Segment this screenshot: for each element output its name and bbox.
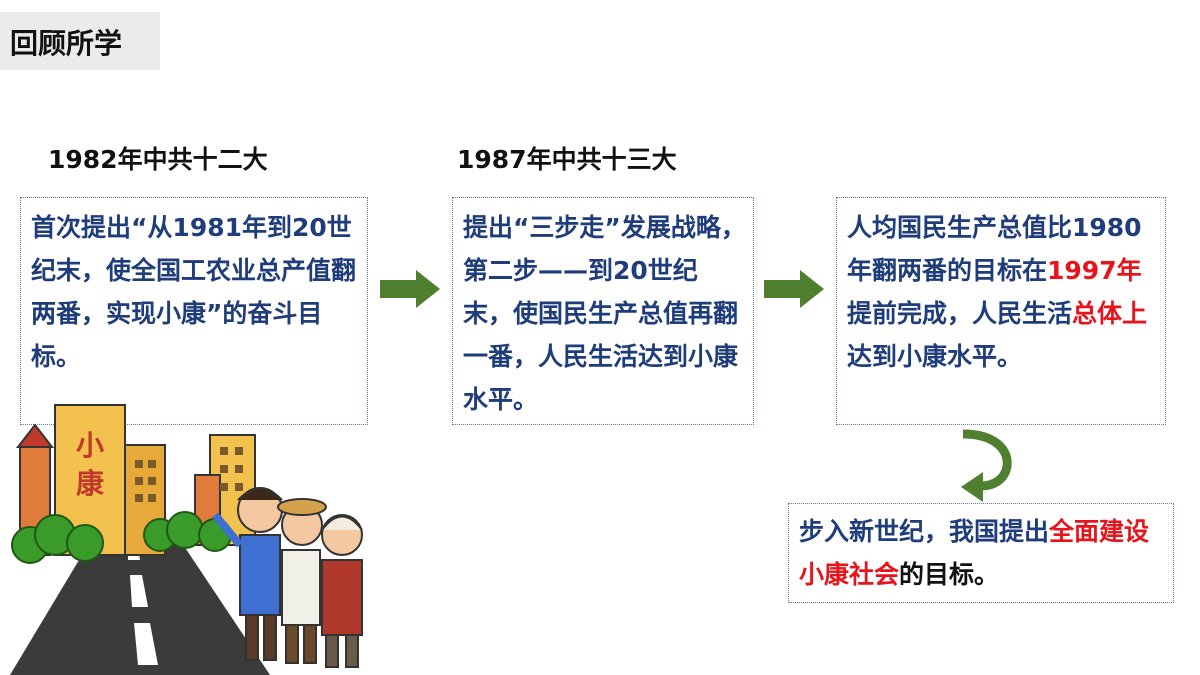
sign-char-1: 小	[76, 429, 104, 462]
xiaokang-illustration: 小 康	[10, 404, 363, 675]
step2-box: 提出“三步走”发展战略，第二步——到20世纪末，使国民生产总值再翻一番，人民生活…	[452, 197, 754, 425]
arrow-right-icon	[380, 270, 440, 308]
section-title: 回顾所学	[10, 27, 123, 60]
section-title-tag: 回顾所学	[0, 12, 160, 70]
step2-text: 提出“三步走”发展战略，第二步——到20世纪末，使国民生产总值再翻一番，人民生活…	[463, 213, 746, 414]
step3-text-b: 提前完成，人民生活	[847, 299, 1073, 328]
step3-text: 人均国民生产总值比1980年翻两番的目标在1997年提前完成，人民生活总体上达到…	[847, 206, 1159, 378]
step1-box: 首次提出“从1981年到20世纪末，使全国工农业总产值翻两番，实现小康”的奋斗目…	[20, 197, 368, 425]
step3-highlight-year: 1997年	[1047, 256, 1142, 285]
step3-text-a: 人均国民生产总值比1980年翻两番的目标在	[847, 213, 1142, 285]
step4-text: 步入新世纪，我国提出全面建设小康社会的目标。	[799, 510, 1167, 596]
step4-text-b: 的目标。	[899, 560, 1000, 589]
step3-box: 人均国民生产总值比1980年翻两番的目标在1997年提前完成，人民生活总体上达到…	[836, 197, 1166, 425]
step4-highlight-goal: 全面建设小康社会	[799, 517, 1150, 589]
step4-box: 步入新世纪，我国提出全面建设小康社会的目标。	[788, 503, 1174, 603]
step3-text-c: 达到小康水平。	[847, 342, 1023, 371]
step4-text-a: 步入新世纪，我国提出	[799, 517, 1050, 546]
step3-highlight-overall: 总体上	[1072, 299, 1148, 328]
sign-char-2: 康	[76, 467, 105, 500]
step2-heading: 1987年中共十三大	[457, 145, 677, 174]
step1-text: 首次提出“从1981年到20世纪末，使全国工农业总产值翻两番，实现小康”的奋斗目…	[31, 213, 357, 371]
curved-arrow-icon	[961, 429, 1012, 502]
arrow-right-icon	[764, 270, 824, 308]
step1-heading: 1982年中共十二大	[48, 145, 268, 174]
